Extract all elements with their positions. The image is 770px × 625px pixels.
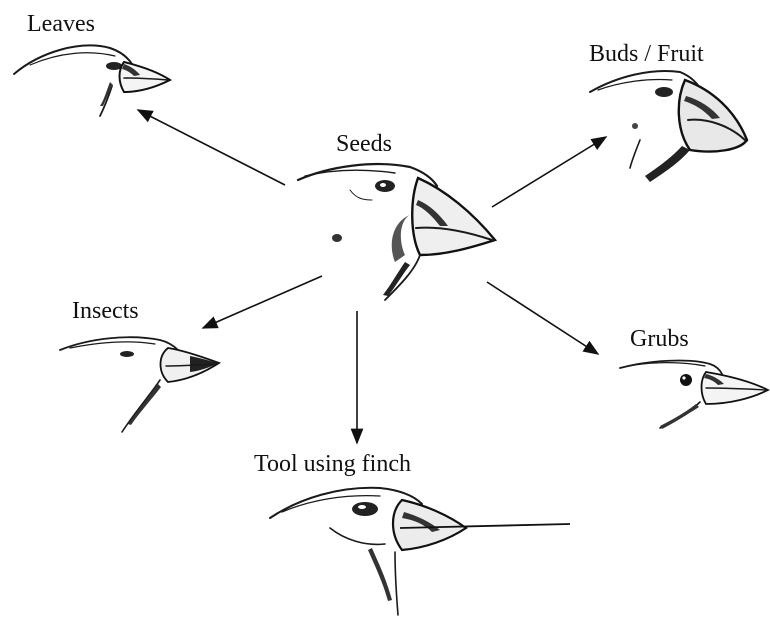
label-grubs: Grubs — [630, 327, 689, 351]
label-leaves: Leaves — [27, 12, 95, 36]
arrow-to-buds-fruit — [492, 137, 606, 207]
arrow-to-grubs — [487, 282, 598, 354]
finch-head-seed-eater-icon — [298, 164, 495, 300]
arrow-to-insects — [203, 276, 322, 328]
finch-head-tool-user-icon — [270, 488, 570, 615]
arrow-to-leaves — [138, 110, 285, 185]
finch-head-bud-eater-icon — [590, 71, 747, 182]
label-tool-using-finch: Tool using finch — [254, 452, 411, 476]
label-buds-fruit: Buds / Fruit — [589, 42, 704, 66]
finch-head-grub-eater-icon — [620, 361, 768, 429]
label-insects: Insects — [72, 299, 139, 323]
finch-head-leaf-eater-icon — [14, 46, 170, 116]
label-center-seeds: Seeds — [336, 132, 392, 156]
finch-head-insect-eater-icon — [60, 337, 219, 432]
